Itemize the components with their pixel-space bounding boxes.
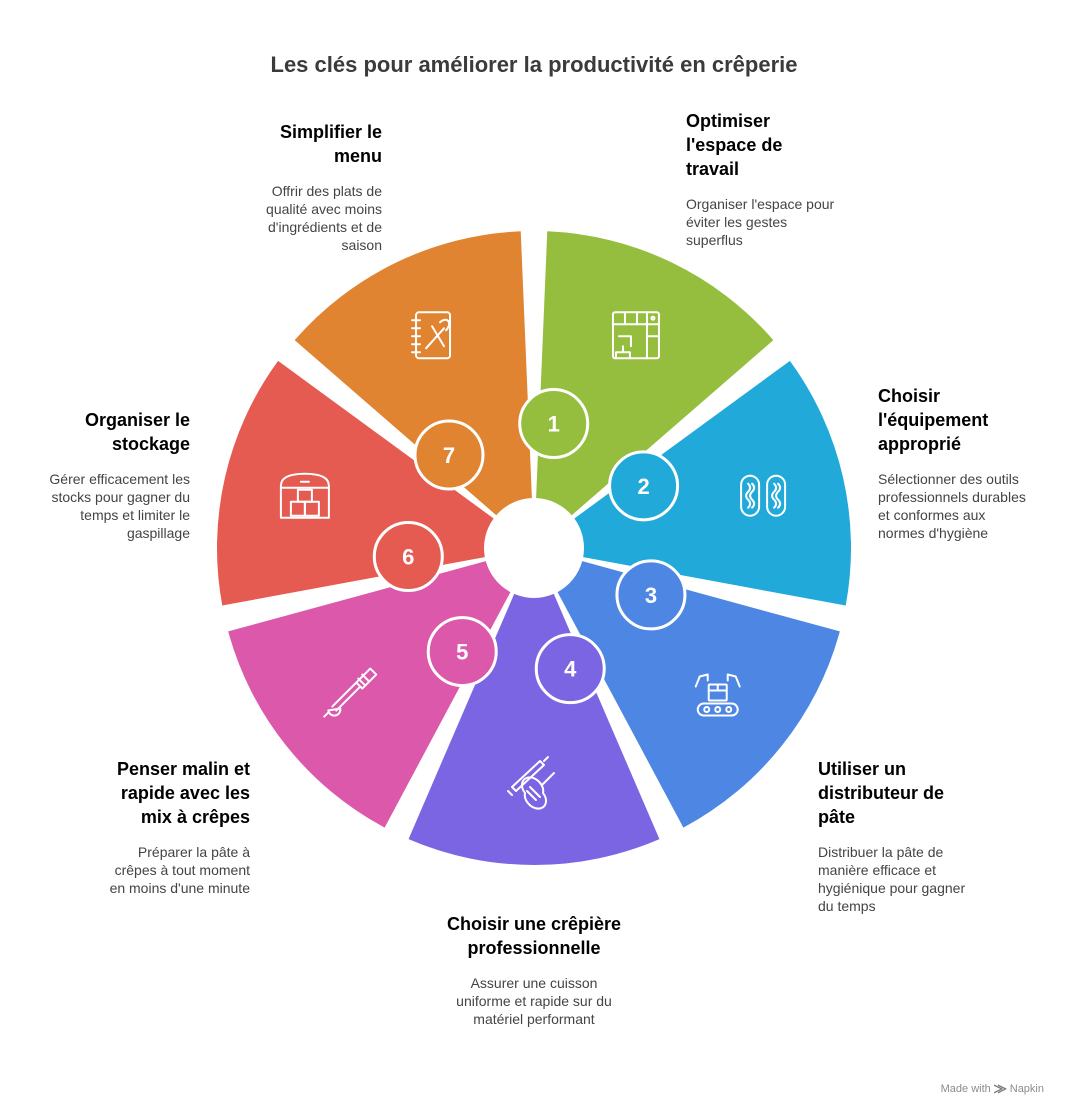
napkin-brand-label: Napkin <box>1009 1083 1044 1095</box>
heating-element-icon <box>740 474 787 517</box>
step-4-title: Choisir une crêpière professionnelle <box>446 914 622 958</box>
robot-conveyor-icon <box>694 673 741 717</box>
badge-number-6: 6 <box>402 544 414 569</box>
step-5-title: Penser malin et rapide avec les mix à cr… <box>116 759 250 827</box>
step-5-description: Préparer la pâte à crêpes à tout moment … <box>109 844 250 896</box>
wedge-step-1 <box>536 231 774 516</box>
step-7-block: Simplifier le menu Offrir des plats de q… <box>232 120 382 254</box>
hand-blender-icon <box>323 667 378 718</box>
made-with-credit: Made with ⨠ Napkin <box>941 1083 1044 1096</box>
badge-number-4: 4 <box>564 657 577 682</box>
step-1-title: Optimiser l'espace de travail <box>686 111 783 179</box>
wedge-step-3 <box>557 561 840 828</box>
step-6-block: Organiser le stockage Gérer efficacement… <box>40 408 190 542</box>
badge-number-2: 2 <box>637 474 649 499</box>
step-1-block: Optimiser l'espace de travail Organiser … <box>686 109 836 249</box>
made-with-label: Made with <box>940 1083 991 1095</box>
badge-number-5: 5 <box>456 640 468 665</box>
badge-step-2 <box>608 450 680 522</box>
badge-step-4 <box>534 633 606 705</box>
step-2-description: Sélectionner des outils professionnels d… <box>878 471 1026 541</box>
badge-step-7 <box>413 419 485 491</box>
step-6-description: Gérer efficacement les stocks pour gagne… <box>49 471 190 541</box>
step-4-description: Assurer une cuisson uniforme et rapide s… <box>456 975 612 1027</box>
step-6-title: Organiser le stockage <box>84 410 190 454</box>
step-2-block: Choisir l'équipement approprié Sélection… <box>878 384 1028 542</box>
step-7-title: Simplifier le menu <box>279 122 382 166</box>
napkin-logo-icon: ⨠ <box>993 1083 1007 1095</box>
step-3-description: Distribuer la pâte de manière efficace e… <box>818 844 966 914</box>
step-2-title: Choisir l'équipement approprié <box>878 386 989 454</box>
step-3-title: Utiliser un distributeur de pâte <box>818 759 945 827</box>
badge-number-7: 7 <box>443 443 455 468</box>
kitchen-layout-icon <box>611 311 660 360</box>
step-7-description: Offrir des plats de qualité avec moins d… <box>266 183 382 253</box>
warehouse-boxes-icon <box>279 472 330 519</box>
wedge-step-2 <box>574 360 851 606</box>
wedge-step-4 <box>408 593 660 865</box>
recipe-book-icon <box>411 311 452 360</box>
badge-step-3 <box>615 559 687 631</box>
badge-number-1: 1 <box>548 412 560 437</box>
step-5-block: Penser malin et rapide avec les mix à cr… <box>100 757 250 897</box>
badge-step-6 <box>372 520 444 592</box>
step-4-block: Choisir une crêpière professionnelle Ass… <box>444 912 624 1028</box>
step-3-block: Utiliser un distributeur de pâte Distrib… <box>818 757 968 915</box>
rolling-pin-whisk-icon <box>507 756 555 810</box>
badge-step-1 <box>518 388 590 460</box>
badge-number-3: 3 <box>645 583 657 608</box>
step-1-description: Organiser l'espace pour éviter les geste… <box>686 196 835 248</box>
badge-step-5 <box>426 616 498 688</box>
page-title: Les clés pour améliorer la productivité … <box>270 52 798 77</box>
